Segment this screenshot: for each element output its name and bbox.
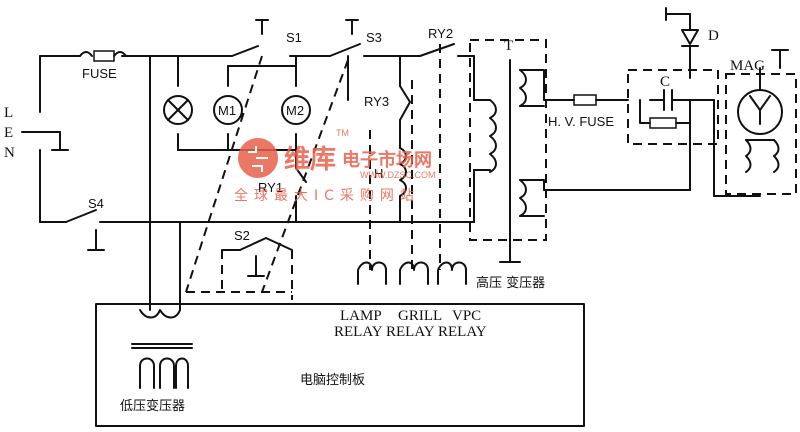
main-wiring	[21, 7, 789, 311]
s1-label: S1	[286, 30, 302, 45]
capacitor-label: C	[660, 74, 670, 90]
lv-transformer-label: 低压变压器	[120, 398, 185, 414]
diode-label: D	[708, 28, 719, 44]
relay-lamp-suffix: RELAY	[334, 324, 383, 340]
control-board: LAMP GRILL VPC RELAY RELAY RELAY 电脑控制板	[95, 303, 585, 427]
relay-coil-leads: 高压 变压器	[357, 44, 545, 291]
relay-ry2: RY2	[419, 26, 455, 57]
switch-s1: S1	[231, 19, 302, 57]
m2-label: M2	[286, 103, 304, 118]
s2-label: S2	[234, 228, 250, 243]
s3-label: S3	[366, 30, 382, 45]
relay-lamp-label: LAMP	[340, 308, 382, 324]
watermark-slogan: 全球最大IC采购网站	[234, 187, 420, 204]
watermark-tm: TM	[336, 128, 349, 138]
door-linkage	[185, 55, 349, 300]
watermark: 维库 TM 电子市场网 WWW.DZSC.COM 全球最大IC采购网站	[234, 128, 436, 204]
motor-m2: M2	[281, 95, 311, 125]
heater-label: H	[374, 166, 383, 181]
relay-grill-label: GRILL	[398, 308, 442, 324]
relay-vpc-suffix: RELAY	[438, 324, 487, 340]
terminal-n-label: N	[4, 145, 15, 161]
switch-s2: S2	[221, 228, 293, 277]
ry2-label: RY2	[428, 26, 453, 41]
ry3-label: RY3	[364, 94, 389, 109]
ry1-label: RY1	[258, 180, 283, 195]
hv-fuse: H. V. FUSE	[548, 94, 614, 129]
terminal-e-label: E	[4, 125, 13, 141]
grill-heater: H	[374, 147, 407, 197]
switch-s4: S4	[65, 196, 127, 251]
watermark-url: WWW.DZSC.COM	[360, 170, 436, 180]
control-board-label: 电脑控制板	[300, 373, 365, 388]
motor-m1: M1	[213, 95, 243, 125]
fuse-label: FUSE	[82, 66, 117, 81]
lv-transformer: 低压变压器	[120, 309, 193, 414]
relay-grill-suffix: RELAY	[386, 324, 435, 340]
watermark-site: 电子市场网	[342, 149, 432, 171]
hv-fuse-label: H. V. FUSE	[548, 114, 614, 129]
relay-vpc-label: VPC	[452, 308, 481, 324]
transformer-t-label: T	[504, 38, 513, 54]
switch-s3: S3	[329, 19, 382, 57]
relay-ry3: RY3	[364, 85, 411, 121]
magnetron-label: MAG	[730, 58, 765, 74]
hv-capacitor-block: C	[627, 69, 719, 145]
oven-lamp	[163, 95, 193, 125]
hv-transformer-label: 高压 变压器	[476, 275, 545, 291]
magnetron: MAG	[725, 58, 797, 195]
hv-transformer: T	[469, 38, 547, 263]
watermark-logo-icon	[238, 138, 278, 178]
hv-diode: D	[681, 28, 719, 47]
m1-label: M1	[218, 103, 236, 118]
mains-terminals: L E N	[4, 105, 15, 161]
s4-label: S4	[88, 196, 104, 211]
main-fuse: FUSE	[79, 50, 127, 81]
terminal-l-label: L	[4, 105, 13, 121]
watermark-brand: 维库	[284, 144, 336, 175]
